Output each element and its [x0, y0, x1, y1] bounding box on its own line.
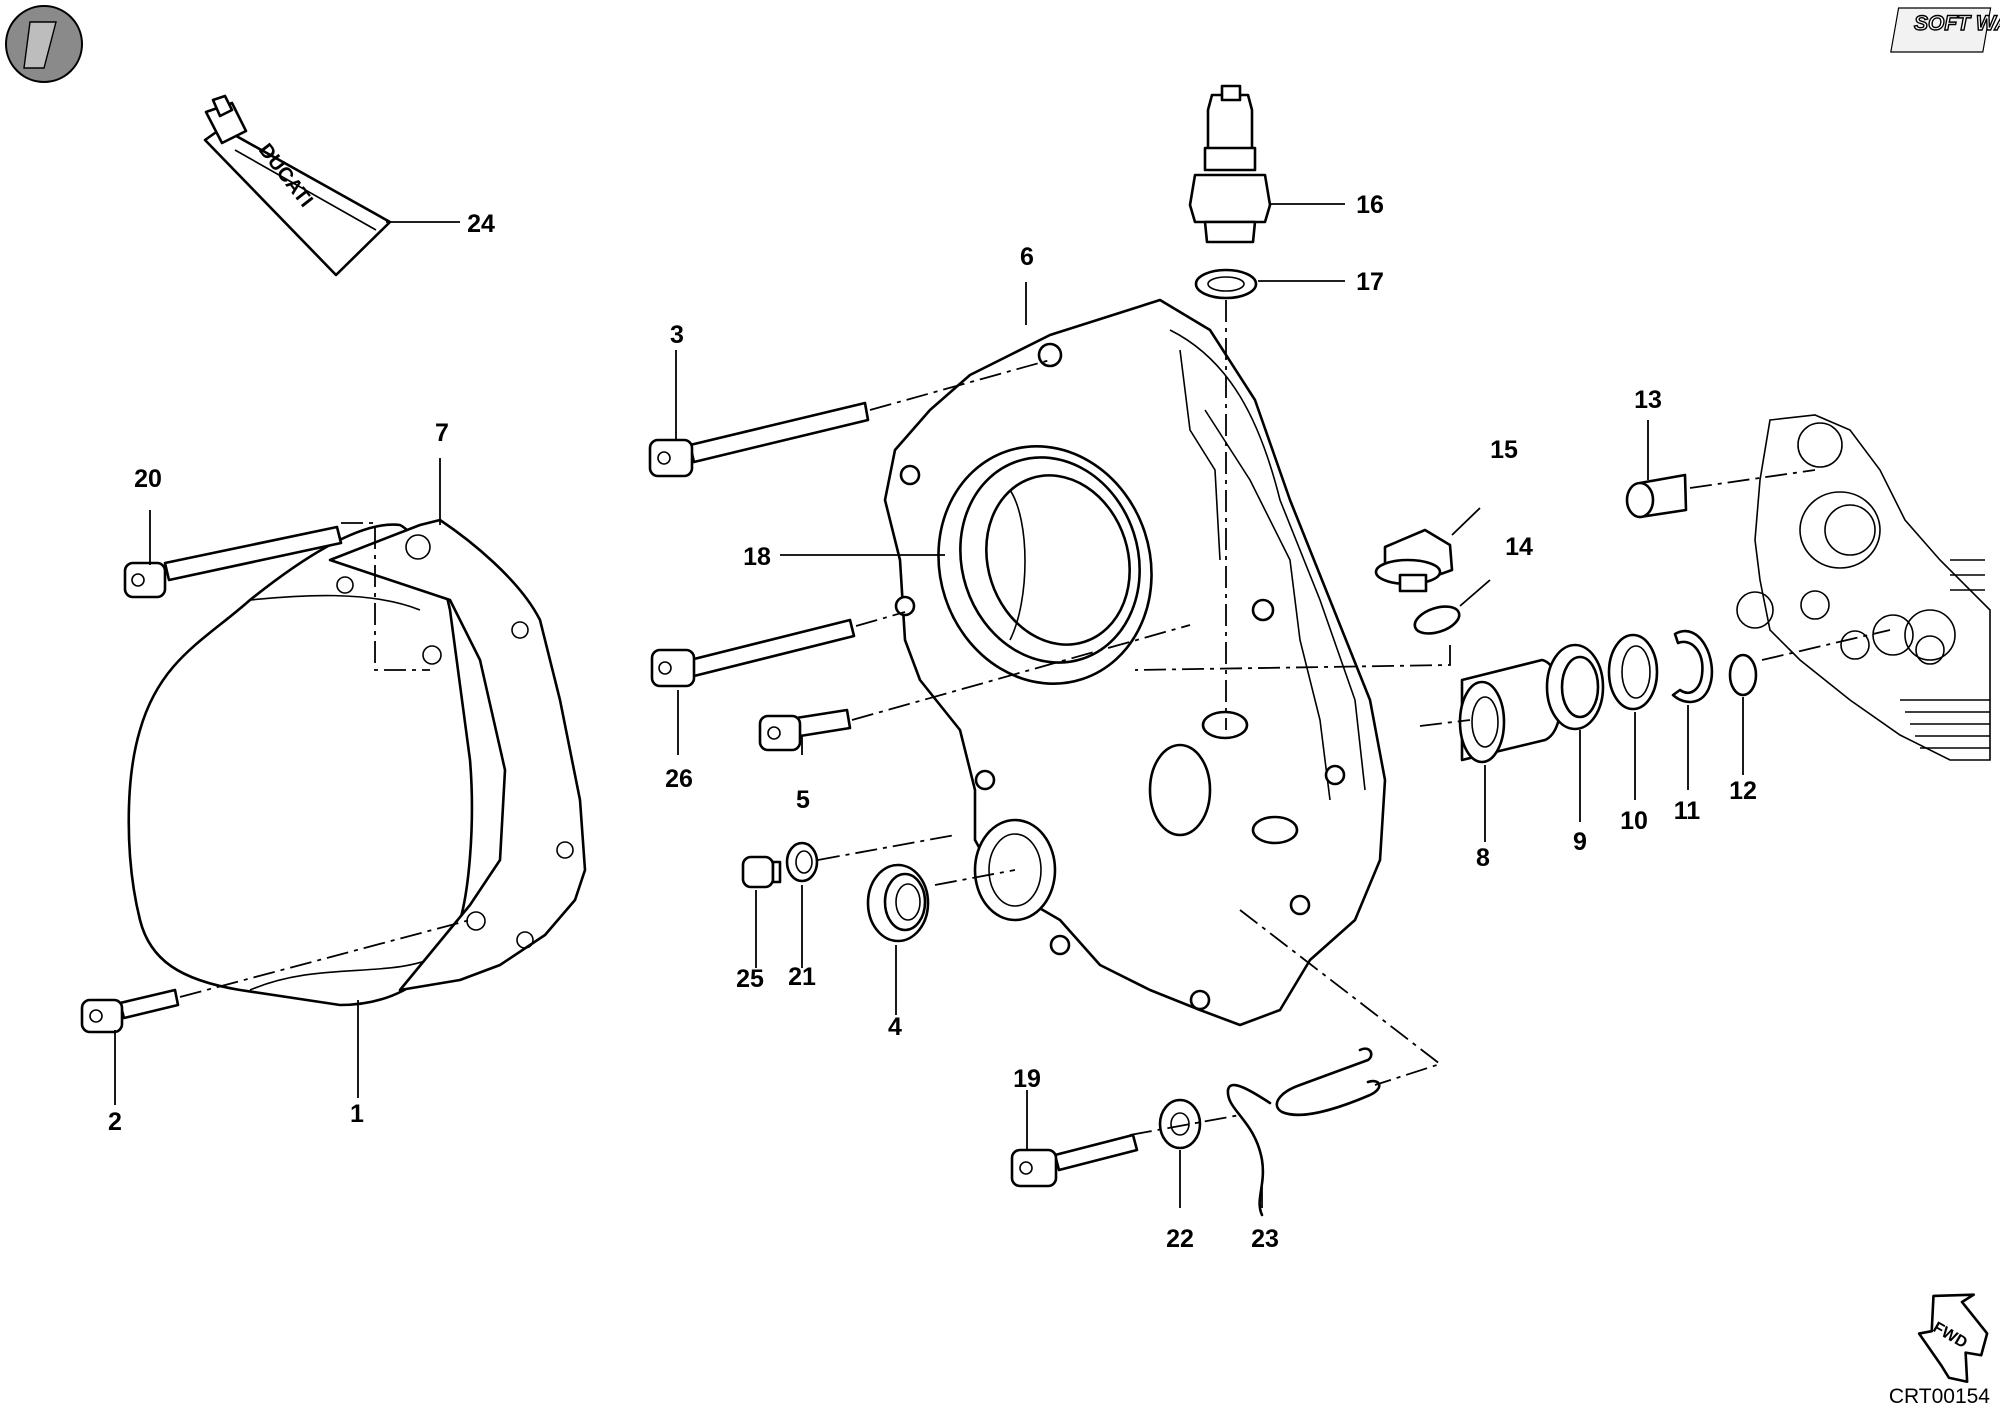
- drawing-code: CRT00154: [1889, 1385, 1990, 1408]
- dowel-13: [1625, 473, 1688, 519]
- callout-22: 22: [1166, 1225, 1194, 1253]
- callout-26: 26: [665, 765, 693, 793]
- washer-22: [1158, 1098, 1202, 1150]
- callout-15: 15: [1490, 436, 1518, 464]
- grease-tube: DUCATI: [203, 94, 392, 277]
- circlip-11: [1671, 630, 1714, 704]
- disc-icon: [5, 5, 83, 83]
- callout-24: 24: [467, 210, 495, 238]
- callout-18: 18: [743, 543, 771, 571]
- callout-labels: 1 2 3 4 5 6 7 8 9 10 11 12 13 14 15 16 1…: [108, 191, 1757, 1253]
- brand-mark: SOFT WAY: [1914, 12, 2000, 35]
- callout-11: 11: [1674, 797, 1701, 825]
- callout-14: 14: [1505, 533, 1533, 561]
- o-ring-12: [1728, 653, 1758, 697]
- callout-21: 21: [788, 963, 816, 991]
- engine-case-outline: [1736, 414, 1991, 761]
- bolt-3: [648, 401, 870, 478]
- callout-2: 2: [108, 1108, 122, 1136]
- plug-25: [741, 855, 782, 889]
- hose-clip: [1226, 1047, 1381, 1217]
- washer-21: [785, 841, 819, 883]
- crankcase-cover: [883, 298, 1387, 1027]
- callout-3: 3: [670, 321, 684, 349]
- small-oil-seal: [866, 863, 930, 943]
- callout-16: 16: [1356, 191, 1384, 219]
- callout-5: 5: [796, 786, 810, 814]
- callout-13: 13: [1634, 386, 1662, 414]
- cover-gasket: [328, 518, 587, 992]
- ring-10: [1607, 633, 1659, 711]
- bolt-26: [650, 618, 856, 688]
- clutch-cover: [127, 523, 474, 1007]
- callout-10: 10: [1620, 807, 1648, 835]
- callout-12: 12: [1729, 777, 1757, 805]
- seal-9: [1545, 643, 1605, 731]
- callout-6: 6: [1020, 243, 1034, 271]
- bolt-2: [80, 988, 180, 1034]
- large-oil-seal: [937, 445, 1153, 685]
- oil-filler-plug: [1374, 528, 1454, 593]
- bolt-19: [1010, 1133, 1139, 1188]
- callout-23: 23: [1251, 1225, 1279, 1253]
- leader-lines: [114, 282, 1744, 1208]
- callout-17: 17: [1356, 268, 1384, 296]
- callout-19: 19: [1013, 1065, 1041, 1093]
- bolt-20: [123, 525, 343, 599]
- bolt-5: [758, 708, 852, 752]
- callout-4: 4: [888, 1013, 902, 1041]
- o-ring-14: [1413, 605, 1461, 635]
- callout-7: 7: [435, 419, 449, 447]
- callout-20: 20: [134, 465, 162, 493]
- callout-9: 9: [1573, 828, 1587, 856]
- softway-logo: SOFT WAY: [1890, 7, 2000, 53]
- sealing-washer: [1194, 268, 1258, 300]
- bushing-8: [1458, 658, 1563, 764]
- callout-25: 25: [736, 965, 764, 993]
- fwd-arrow-icon: FWD: [1917, 1293, 1989, 1384]
- temperature-sensor: [1188, 84, 1272, 244]
- callout-8: 8: [1476, 844, 1490, 872]
- callout-1: 1: [350, 1100, 364, 1128]
